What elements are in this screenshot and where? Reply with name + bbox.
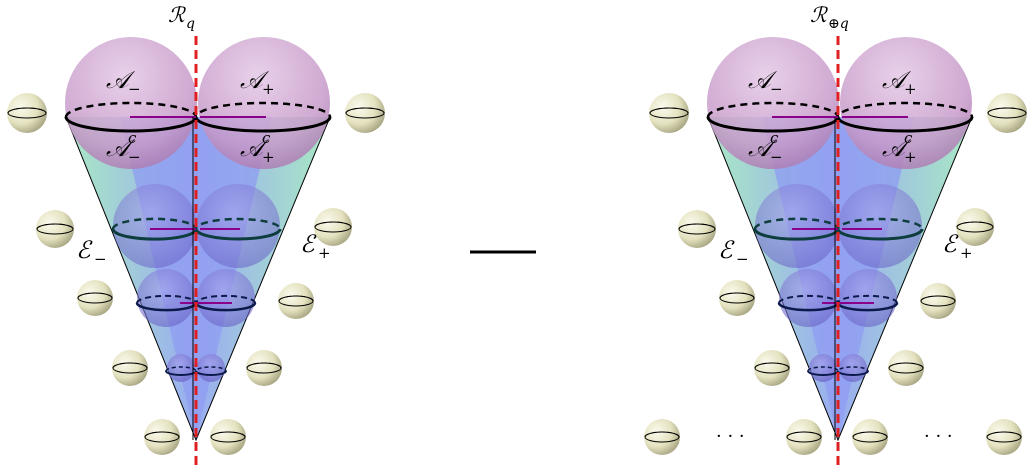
right-panel: ℛ ⊕q 𝒜 − 𝒜 + 𝒜 c −: [644, 3, 1027, 465]
bath-sphere: [852, 419, 888, 455]
bath-sphere: [345, 93, 385, 133]
right-sphere-l2-minus: [755, 184, 839, 268]
right-label-Ac-plus-sub: +: [904, 148, 917, 166]
bath-sphere: [644, 419, 680, 455]
left-label-Ac-plus-sup: c: [262, 129, 271, 147]
left-label-E-plus-sub: +: [318, 244, 331, 262]
left-l4-equator-back: [165, 366, 227, 372]
bath-sphere: [920, 283, 956, 319]
right-label-Ac-minus-sub: −: [770, 148, 783, 166]
right-label-Ac-plus-sup: c: [904, 129, 913, 147]
left-title-subscript: q: [186, 16, 195, 32]
bath-sphere: [246, 350, 282, 386]
right-sphere-A-minus: [707, 37, 839, 169]
bath-sphere: [888, 350, 924, 386]
left-cone-outline: [65, 116, 331, 442]
bath-sphere: [986, 419, 1022, 455]
left-sphere-l2-plus: [196, 184, 280, 268]
left-label-Ac-plus-sub: +: [262, 148, 275, 166]
left-panel: ℛ q: [7, 3, 385, 465]
left-label-A-minus-sub: −: [128, 80, 141, 98]
right-title: ℛ: [810, 3, 828, 27]
right-bath-spheres: [644, 93, 1027, 455]
right-label-E-minus: ℰ: [718, 236, 735, 264]
left-bath-spheres: [7, 93, 385, 455]
right-label-A-minus-sub: −: [770, 80, 783, 98]
left-sphere-l3-minus: [137, 269, 195, 327]
bath-sphere: [719, 280, 755, 316]
right-sphere-l4-minus: [809, 354, 837, 382]
ellipsis-left: · · ·: [716, 426, 745, 447]
left-title: ℛ: [168, 3, 186, 27]
right-sphere-l3-minus: [779, 269, 837, 327]
bath-sphere: [77, 280, 113, 316]
left-sphere-l4-minus: [167, 354, 195, 382]
bath-sphere: [678, 210, 716, 248]
left-label-Ac-minus-sup: c: [128, 129, 137, 147]
right-sphere-l3-plus: [839, 269, 897, 327]
right-cone-outline: [707, 116, 973, 442]
right-title-subscript: ⊕q: [828, 16, 849, 32]
bath-sphere: [956, 208, 994, 246]
right-label-A-plus-sub: +: [904, 80, 917, 98]
left-label-E-minus-sub: −: [94, 250, 107, 268]
bath-sphere: [210, 419, 246, 455]
bath-sphere: [754, 350, 790, 386]
left-label-E-plus: ℰ: [300, 230, 317, 258]
bath-sphere: [649, 93, 689, 133]
ellipsis-right: · · ·: [924, 426, 953, 447]
left-sphere-A-minus: [65, 37, 197, 169]
left-label-A-plus-sub: +: [262, 80, 275, 98]
left-sphere-l2-minus: [113, 184, 197, 268]
right-l4-equator: [807, 370, 869, 376]
left-label-Ac-minus-sub: −: [128, 148, 141, 166]
bath-sphere: [278, 283, 314, 319]
bath-sphere: [36, 210, 74, 248]
right-label-Ac-minus-sup: c: [770, 129, 779, 147]
bath-sphere: [786, 419, 822, 455]
left-sphere-l3-plus: [197, 269, 255, 327]
right-l4-equator-back: [807, 366, 869, 372]
bath-sphere: [144, 419, 180, 455]
left-label-E-minus: ℰ: [76, 236, 93, 264]
left-l4-equator: [165, 370, 227, 376]
bath-sphere: [314, 208, 352, 246]
right-label-E-minus-sub: −: [736, 250, 749, 268]
right-label-E-plus-sub: +: [960, 244, 973, 262]
right-label-E-plus: ℰ: [942, 230, 959, 258]
bath-sphere: [112, 350, 148, 386]
bath-sphere: [987, 93, 1027, 133]
right-sphere-l2-plus: [838, 184, 922, 268]
bath-sphere: [7, 93, 47, 133]
